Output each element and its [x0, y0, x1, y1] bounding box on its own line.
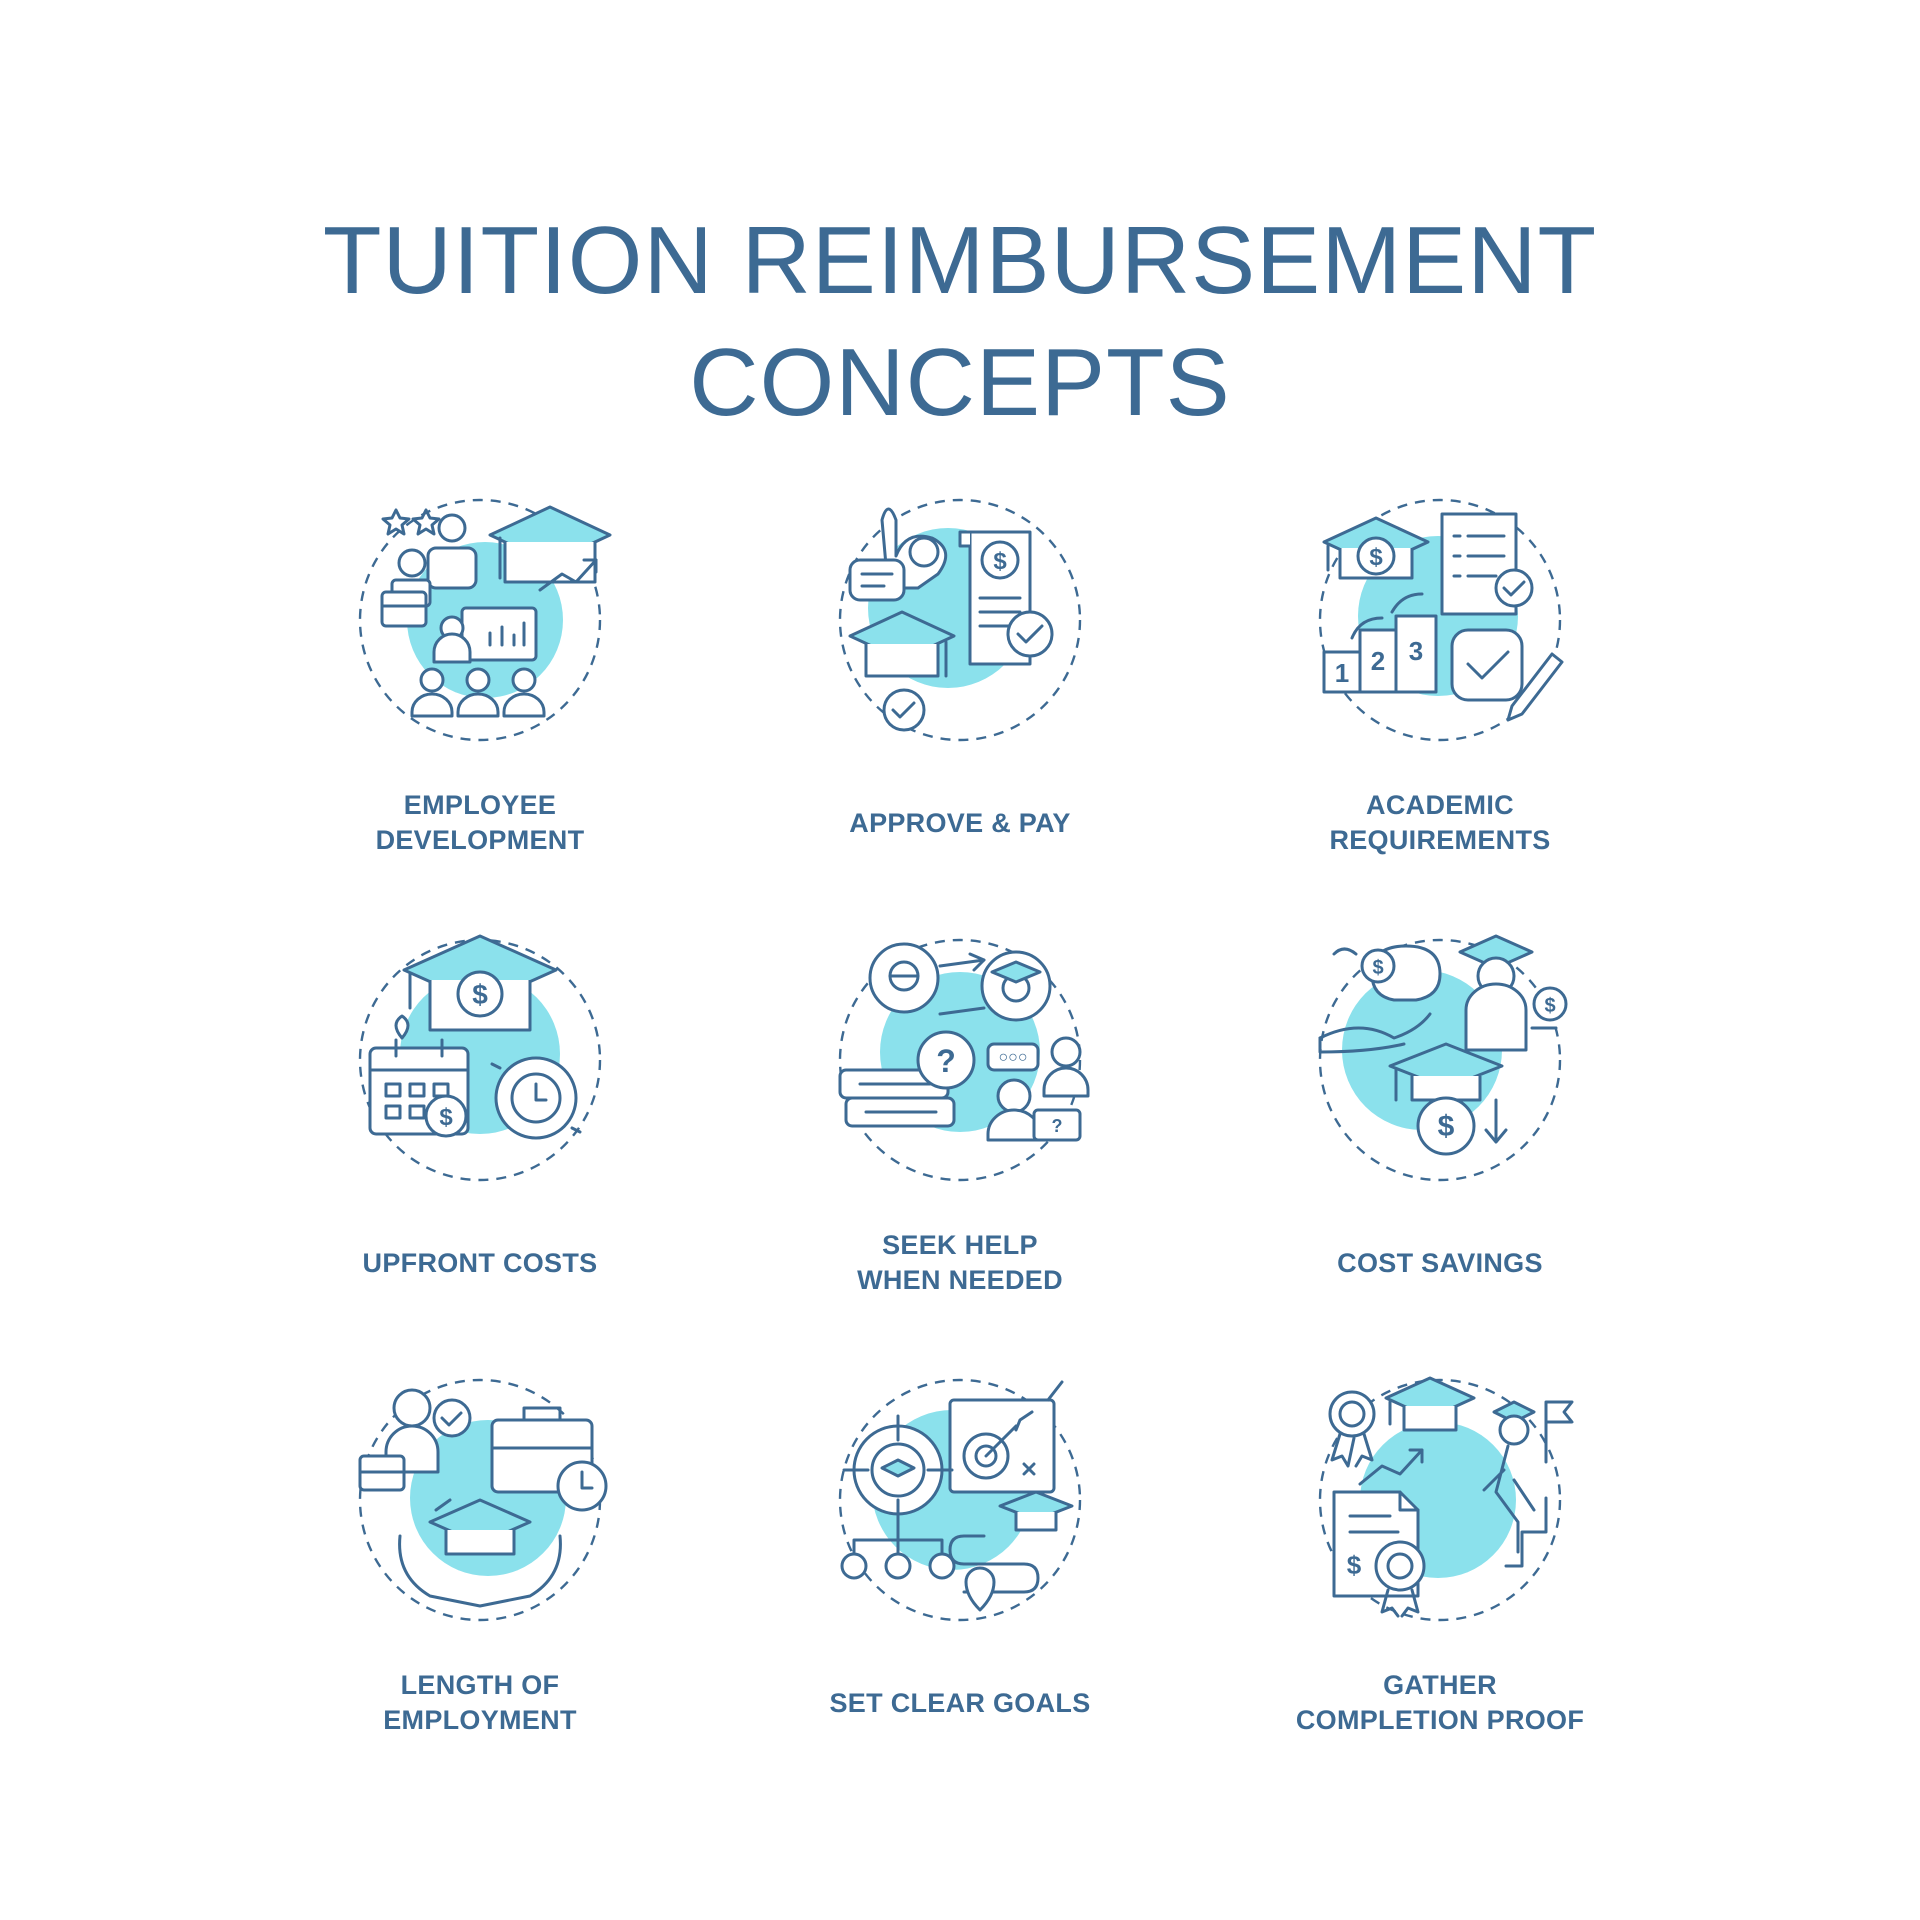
concept-label-line-2: COMPLETION PROOF — [1295, 1705, 1585, 1735]
concept-label-line-1: LENGTH OF — [400, 1670, 560, 1700]
svg-text:$: $ — [472, 979, 488, 1010]
concept-label-line-1: UPFRONT COSTS — [362, 1247, 598, 1278]
svg-text:$: $ — [1544, 995, 1555, 1017]
concept-label: GATHER COMPLETION PROOF — [1200, 1655, 1680, 1751]
title-line-1: TUITION REIMBURSEMENT — [322, 207, 1598, 314]
concept-label-line-2: REQUIREMENTS — [1329, 825, 1551, 855]
length-of-employment-icon — [358, 1378, 608, 1622]
concept-label-line-2: EMPLOYMENT — [383, 1705, 577, 1735]
svg-text:?: ? — [1052, 1116, 1063, 1136]
concept-card-cost-savings: $ $ $ COST SAVINGS — [1200, 920, 1680, 1340]
concept-label-line-1: EMPLOYEE — [403, 790, 557, 820]
concept-label-line-1: SET CLEAR GOALS — [829, 1687, 1091, 1718]
approve-and-pay-icon: $ — [838, 498, 1082, 742]
svg-text:$: $ — [1369, 544, 1383, 571]
concept-card-academic-requirements: $ 1 2 3 ACADEMIC REQUIREMENTS — [1200, 480, 1680, 900]
set-clear-goals-icon — [838, 1378, 1082, 1622]
upfront-costs-icon: $ $ — [358, 934, 602, 1182]
employee-development-icon — [358, 498, 612, 742]
concept-label-line-1: ACADEMIC — [1366, 790, 1514, 820]
concept-label-line-1: APPROVE & PAY — [849, 807, 1071, 838]
completion-proof-icon: $ — [1318, 1376, 1574, 1622]
concept-card-completion-proof: $ GATHER COMPLETION PROOF — [1200, 1360, 1680, 1780]
concept-label-line-2: WHEN NEEDED — [857, 1265, 1063, 1295]
concept-card-length-of-employment: LENGTH OF EMPLOYMENT — [240, 1360, 720, 1780]
concept-label: APPROVE & PAY — [720, 775, 1200, 871]
academic-requirements-icon: $ 1 2 3 — [1318, 498, 1564, 742]
concept-label-line-2: DEVELOPMENT — [375, 825, 585, 855]
seek-help-icon: ? ○○○ ? — [838, 938, 1090, 1182]
concept-label: SEEK HELP WHEN NEEDED — [720, 1215, 1200, 1311]
svg-text:$: $ — [1372, 957, 1383, 979]
svg-text:3: 3 — [1409, 636, 1423, 666]
concept-card-employee-development: EMPLOYEE DEVELOPMENT — [240, 480, 720, 900]
concept-label-line-1: COST SAVINGS — [1337, 1247, 1543, 1278]
concept-label: SET CLEAR GOALS — [720, 1655, 1200, 1751]
title-line-2: CONCEPTS — [689, 329, 1231, 436]
svg-text:$: $ — [993, 548, 1007, 575]
concept-card-upfront-costs: $ $ UPFRONT COSTS — [240, 920, 720, 1340]
concept-label: COST SAVINGS — [1200, 1215, 1680, 1311]
svg-text:$: $ — [1347, 1550, 1362, 1580]
page-title: TUITION REIMBURSEMENT CONCEPTS — [0, 200, 1920, 444]
svg-text:$: $ — [1438, 1110, 1455, 1143]
concept-label: LENGTH OF EMPLOYMENT — [240, 1655, 720, 1751]
svg-text:2: 2 — [1371, 646, 1385, 676]
concept-card-seek-help: ? ○○○ ? SEEK HELP WHEN NEEDED — [720, 920, 1200, 1340]
concept-label: EMPLOYEE DEVELOPMENT — [240, 775, 720, 871]
concept-label-line-1: SEEK HELP — [882, 1230, 1038, 1260]
concept-label-line-1: GATHER — [1383, 1670, 1497, 1700]
cost-savings-icon: $ $ $ — [1318, 934, 1568, 1182]
svg-text:1: 1 — [1335, 658, 1349, 688]
concept-label: UPFRONT COSTS — [240, 1215, 720, 1311]
svg-text:$: $ — [439, 1104, 453, 1131]
svg-text:?: ? — [936, 1043, 956, 1079]
concept-card-set-clear-goals: SET CLEAR GOALS — [720, 1360, 1200, 1780]
concept-label: ACADEMIC REQUIREMENTS — [1200, 775, 1680, 871]
concept-card-approve-and-pay: $ APPROVE & PAY — [720, 480, 1200, 900]
svg-text:○○○: ○○○ — [999, 1049, 1028, 1066]
